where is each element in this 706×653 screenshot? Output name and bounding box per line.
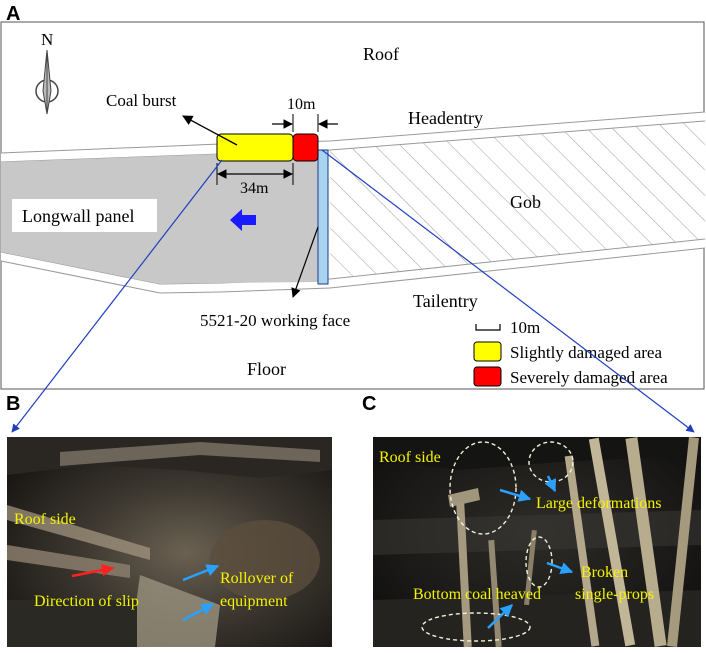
photo-c-bottom-coal-label: Bottom coal heaved [413,586,541,603]
photo-c-broken-label-1: Broken [581,564,628,581]
photo-b-slip-label: Direction of slip [34,593,139,610]
longwall-panel-label-box [12,199,157,232]
photo-b-beam-upper [7,505,150,560]
working-face-label: 5521-20 working face [200,311,350,330]
roof-label: Roof [363,44,399,64]
photo-b-rollover-arrow-2 [182,602,215,622]
panel-b: B Roof side Direction of slip Rollover o… [6,393,332,647]
tailentry-label: Tailentry [413,291,478,311]
gob-label: Gob [510,192,541,212]
panel-a-letter: A [6,3,20,25]
north-label: N [41,30,53,49]
photo-b-slipped-plate [130,575,220,647]
photo-c-roof-side-label: Roof side [379,449,441,466]
photo-c-prop-6 [625,437,667,647]
floor-label: Floor [247,359,286,379]
coal-burst-pointer [182,115,238,146]
photo-b-rollover-label-1: Rollover of [220,570,294,587]
photo-b-floor [7,600,137,647]
north-arrow-icon [35,49,59,115]
legend-label-severe: Severely damaged area [510,368,668,387]
photo-c-prop-5 [588,437,636,647]
working-face [317,149,329,285]
photo-c-broken-props-circle [525,536,553,588]
longwall-panel-label: Longwall panel [22,206,134,226]
scale-label: 10m [510,318,540,337]
photo-c-large-deformations-label: Large deformations [536,495,661,512]
photo-b-slip-arrow [71,564,115,578]
photo-b-conveyor-rolls [210,520,320,600]
photo-c-prop-4 [564,455,600,647]
panel-c: C Roof side Large deformations Broken si… [362,393,701,648]
severely-damaged-area [292,133,319,162]
photo-c-deformation-circle-2 [528,441,574,483]
photo-c-deformation-circle-1 [449,441,517,535]
photo-c-coal-wall [373,510,701,555]
photo-b-rollover-arrow-1 [182,564,220,582]
panel-c-letter: C [362,393,376,415]
photo-c-heave-circle [421,612,531,642]
photo-b-roof-side-label: Roof side [14,511,76,528]
photo-c-prop-cap [448,488,480,507]
slightly-damaged-area [216,133,294,162]
legend-swatch-slight [473,341,502,362]
dim-10m-label: 10m [287,96,316,113]
photo-c-prop-7 [667,437,699,647]
link-line-to-c [321,149,695,433]
photo-c-prop-2 [488,539,502,648]
photo-c-heave-arrow [487,604,513,629]
photo-c-deformation-arrow-2 [544,475,557,493]
mining-direction-arrow-icon [230,209,256,231]
photo-c-deformation-arrow-1 [499,488,532,502]
headentry-label: Headentry [408,108,483,128]
legend-swatch-severe [473,366,502,387]
photo-c-roof [373,437,701,470]
coal-burst-label: Coal burst [106,91,177,110]
legend-label-slight: Slightly damaged area [510,343,662,362]
panel-a: A N Roof Headentry Gob Tailentry Floor [0,3,706,390]
link-line-to-b [11,159,223,433]
scale-bar [475,324,501,331]
panel-b-letter: B [6,393,20,415]
tailentry-lower-edge [0,247,706,294]
working-face-pointer [291,226,319,298]
gob-area [330,121,705,279]
photo-c-prop-3 [524,529,537,606]
photo-c-prop-1 [456,502,472,648]
longwall-panel-area [1,151,318,284]
dim-34m-label: 34m [240,180,269,197]
photo-c-broken-props-arrow [546,561,574,575]
photo-c-broken-label-2: single-props [575,586,654,603]
photo-b-rollover-label-2: equipment [220,593,288,610]
photo-b-shield-canopy [60,442,320,466]
